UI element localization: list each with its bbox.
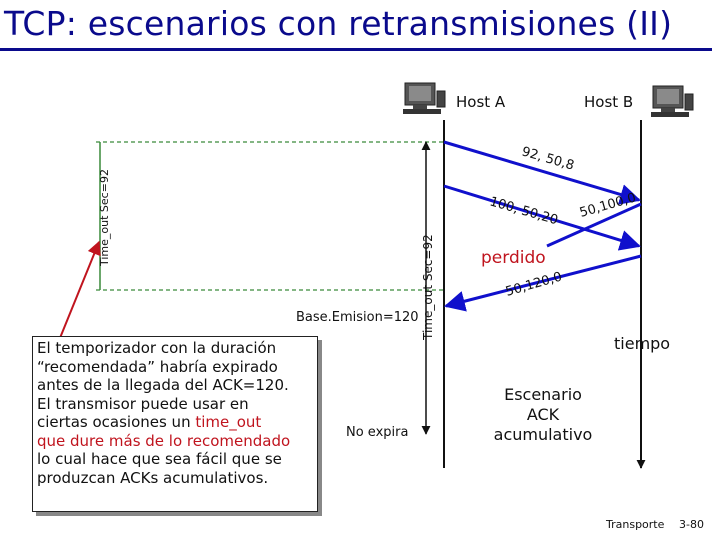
note-line: produzcan ACKs acumulativos. [37, 468, 269, 487]
ack-label-2: 50,120,0 [504, 269, 564, 299]
title-underline [0, 48, 712, 51]
lost-label: perdido [481, 248, 546, 268]
host-a-label: Host A [456, 93, 506, 111]
outer-timeout-label: Time_out Sec=92 [98, 169, 111, 267]
ack-arrow-2 [443, 254, 642, 312]
base-emission-label: Base.Emision=120 [296, 310, 419, 325]
time-label: tiempo [614, 334, 671, 353]
note-text: ciertas ocasiones un [37, 413, 196, 431]
explanation-note: El temporizador con la duración “recomen… [32, 336, 318, 512]
host-b-label: Host B [584, 93, 634, 111]
scenario-line-2: ACK [526, 405, 560, 424]
note-line: El transmisor puede usar en [37, 394, 249, 413]
scenario-line-3: acumulativo [493, 425, 593, 444]
note-highlight: time_out [195, 413, 262, 431]
note-line: ciertas ocasiones un time_out [37, 413, 317, 432]
note-line: “recomendada” habría expirado [37, 357, 278, 376]
note-line: El temporizador con la duración [37, 339, 277, 357]
segment-label-1: 92, 50,8 [520, 144, 576, 173]
note-line-highlight: que dure más de lo recomendado [37, 431, 291, 450]
ack-arrow-lost [546, 202, 642, 248]
note-pointer-arrow [59, 240, 101, 339]
note-line: lo cual hace que sea fácil que se [37, 450, 282, 468]
note-line: antes de la llegada del ACK=120. [37, 376, 289, 394]
scenario-line-1: Escenario [504, 385, 582, 404]
footer-page-number: 3-80 [679, 518, 704, 531]
segment-label-2: 100, 50,20 [488, 194, 560, 228]
inner-timeout-label: Time_out Sec=92 [421, 234, 435, 341]
segment-arrow-1 [443, 140, 642, 205]
segment-arrow-2 [443, 184, 642, 251]
slide-title: TCP: escenarios con retransmisiones (II) [4, 4, 673, 43]
ack-label-1: 50,100,0 [578, 190, 638, 220]
scenario-caption: Escenario ACK acumulativo [480, 385, 606, 445]
footer-section-label: Transporte [606, 518, 665, 531]
computer-icon [651, 85, 694, 117]
computer-icon [403, 82, 446, 114]
no-expira-label: No expira [346, 425, 409, 440]
